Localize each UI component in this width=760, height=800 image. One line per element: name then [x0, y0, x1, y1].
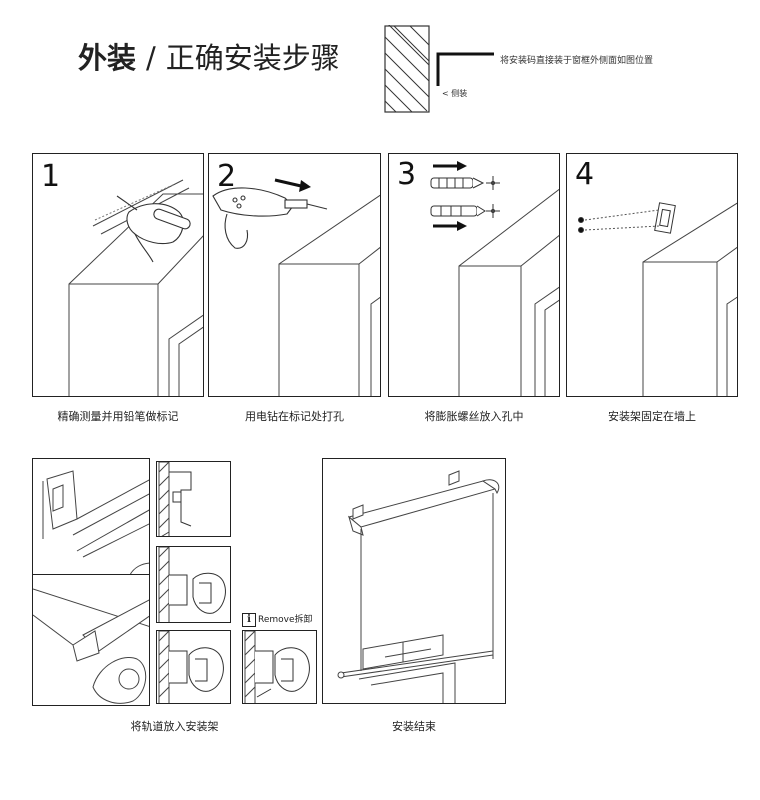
- arrow-right-icon: [274, 178, 311, 192]
- step-panel-2: 2: [208, 153, 381, 397]
- title-separator: /: [146, 41, 156, 75]
- detail-panel-3: [156, 630, 231, 704]
- step-caption-3: 将膨胀螺丝放入孔中: [424, 410, 524, 423]
- remove-drawing: [244, 631, 310, 703]
- step-caption-1: 精确测量并用铅笔做标记: [57, 410, 179, 423]
- remove-text: Remove拆卸: [258, 615, 313, 625]
- install-note: 将安装码直接装于窗框外侧面如图位置: [500, 56, 654, 66]
- step-panel-3: 3: [388, 153, 560, 397]
- step-panel-1: 1: [32, 153, 204, 397]
- rail-panel-bottom: [32, 574, 150, 706]
- step-caption-2: 用电钻在标记处打孔: [245, 410, 344, 423]
- detail-panel-2: [156, 546, 231, 623]
- title-light: 正确安装步骤: [165, 41, 340, 75]
- step-4-drawing: [578, 202, 737, 396]
- rail-bottom-drawing: [33, 588, 149, 704]
- rail-panel-top: [32, 458, 150, 576]
- side-mount-text: 侧装: [451, 89, 468, 98]
- step-panel-4: 4: [566, 153, 738, 397]
- bracket-icon: [578, 202, 676, 234]
- remove-panel: [242, 630, 317, 704]
- finish-caption: 安装结束: [392, 720, 436, 733]
- step-number: 2: [217, 159, 237, 194]
- detail-3-drawing: [158, 631, 224, 703]
- screw-anchor-icon: [430, 176, 500, 218]
- info-icon: i: [242, 612, 256, 627]
- step-caption-4: 安装架固定在墙上: [608, 410, 696, 423]
- hatched-wall-icon: [384, 20, 436, 115]
- arrow-right-icon: [433, 161, 467, 231]
- step-1-drawing: [68, 179, 203, 396]
- step-number: 1: [41, 159, 61, 194]
- pencil-hand-icon: [116, 195, 191, 263]
- step-number: 3: [397, 157, 417, 192]
- finished-blind-drawing: [337, 470, 500, 703]
- step-number: 4: [575, 157, 595, 192]
- bracket-corner-icon: [436, 48, 496, 88]
- step-2-drawing: [212, 178, 380, 396]
- rail-top-drawing: [42, 470, 149, 575]
- step-3-drawing: [430, 161, 559, 396]
- detail-panel-1: [156, 461, 231, 537]
- finished-panel: [322, 458, 506, 704]
- side-mount-label: < 侧装: [442, 88, 467, 99]
- rail-caption: 将轨道放入安装架: [130, 720, 219, 733]
- arrow-left-icon: <: [442, 89, 449, 98]
- detail-1-drawing: [158, 462, 192, 536]
- title-strong: 外装: [78, 41, 137, 75]
- detail-2-drawing: [158, 547, 226, 622]
- drill-icon: [212, 187, 328, 249]
- page-title: 外装 / 正确安装步骤: [78, 38, 340, 78]
